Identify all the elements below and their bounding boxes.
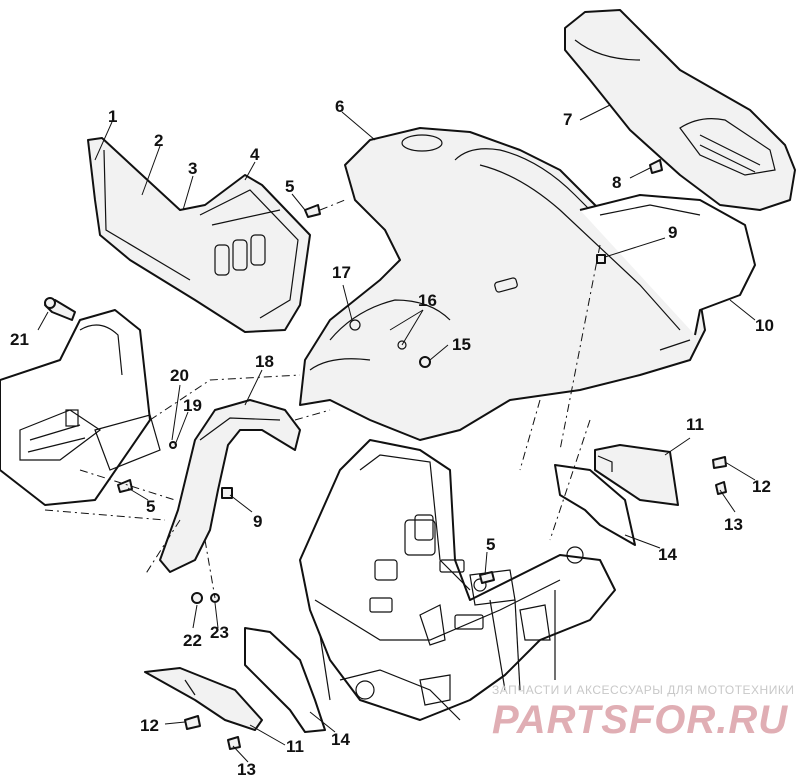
- callout-15: 15: [452, 335, 471, 354]
- callout-11-left: 11: [286, 737, 304, 756]
- callout-14-left: 14: [331, 730, 350, 749]
- watermark: ЗАПЧАСТИ И АКСЕССУАРЫ ДЛЯ МОТОТЕХНИКИ PA…: [492, 683, 794, 742]
- callout-17: 17: [332, 263, 351, 282]
- callout-12-right: 12: [752, 477, 771, 496]
- callout-9-left: 9: [253, 512, 262, 531]
- callout-11-right: 11: [686, 415, 704, 434]
- callout-18: 18: [255, 352, 274, 371]
- callout-13-right: 13: [724, 515, 743, 534]
- side-panel-1-2: [87, 137, 311, 333]
- mud-guard-left: [144, 627, 326, 733]
- front-body-6: [299, 127, 706, 441]
- mud-guard-right: [554, 444, 679, 546]
- callout-12-left: 12: [140, 716, 159, 735]
- callout-3: 3: [188, 159, 197, 178]
- fender-flare-18: [159, 399, 301, 573]
- callout-23: 23: [210, 623, 229, 642]
- left-footrest: [0, 309, 161, 506]
- callout-21: 21: [10, 330, 29, 349]
- callout-13-left: 13: [237, 760, 256, 777]
- callout-14-right: 14: [658, 545, 677, 564]
- watermark-tagline: ЗАПЧАСТИ И АКСЕССУАРЫ ДЛЯ МОТОТЕХНИКИ: [492, 683, 794, 697]
- callout-6: 6: [335, 97, 344, 116]
- frame: [299, 439, 616, 721]
- callout-16: 16: [418, 291, 437, 310]
- callout-2: 2: [154, 131, 163, 150]
- callout-8: 8: [612, 173, 621, 192]
- callout-5-frame: 5: [486, 535, 495, 554]
- callout-5-left: 5: [146, 497, 155, 516]
- callout-5-top: 5: [285, 177, 294, 196]
- callout-labels: 1 2 3 4 5 6 7 8 9 10 17 16 15 18 20 19 2…: [10, 97, 774, 777]
- callout-10: 10: [755, 316, 774, 335]
- callout-9-top: 9: [668, 223, 677, 242]
- callout-1: 1: [108, 107, 117, 126]
- callout-22: 22: [183, 631, 202, 650]
- callout-20: 20: [170, 366, 189, 385]
- callout-19: 19: [183, 396, 202, 415]
- callout-7: 7: [563, 110, 572, 129]
- alignment-lines: [44, 199, 601, 599]
- watermark-brand: PARTSFOR.RU: [492, 698, 788, 742]
- callout-4: 4: [250, 145, 260, 164]
- fasteners: [44, 159, 727, 750]
- leader-lines: [37, 104, 756, 763]
- rack-10: [579, 194, 756, 336]
